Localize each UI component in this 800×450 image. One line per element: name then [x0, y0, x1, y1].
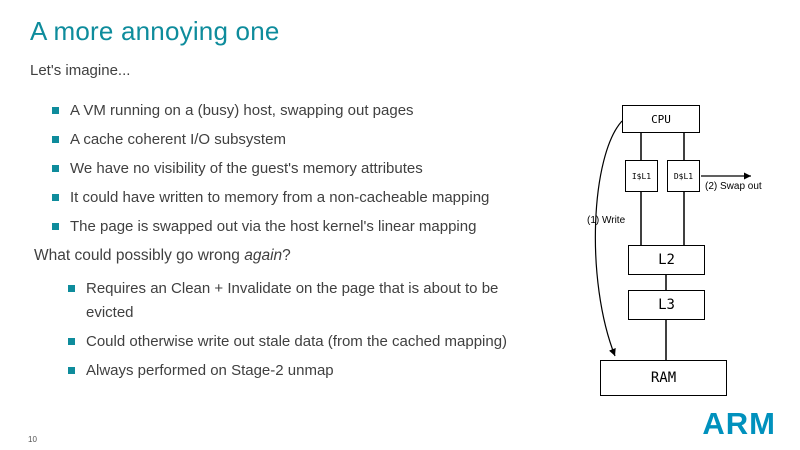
bullet-item: We have no visibility of the guest's mem…: [52, 160, 582, 178]
slide-title: A more annoying one: [30, 16, 280, 46]
main-bullet-list: A VM running on a (busy) host, swapping …: [52, 102, 582, 247]
sub-bullet-item: Requires an Clean + Invalidate on the pa…: [68, 277, 538, 325]
swap-out-label: (2) Swap out: [705, 181, 762, 192]
question-text: What could possibly go wrong again?: [34, 247, 291, 265]
question-prefix: What could possibly go wrong: [34, 247, 245, 264]
arm-logo: ARM: [702, 406, 776, 441]
bullet-item: A cache coherent I/O subsystem: [52, 131, 582, 149]
question-italic: again: [244, 247, 283, 264]
question-suffix: ?: [282, 247, 291, 264]
sub-bullet-item: Could otherwise write out stale data (fr…: [68, 330, 538, 354]
l3-box: L3: [628, 290, 705, 320]
dcache-l1-box: D$L1: [667, 160, 700, 192]
bullet-item: A VM running on a (busy) host, swapping …: [52, 102, 582, 120]
write-label: (1) Write: [587, 215, 626, 226]
ram-box: RAM: [600, 360, 727, 396]
intro-text: Let's imagine...: [30, 62, 131, 79]
sub-bullet-text: Could otherwise write out stale data (fr…: [86, 333, 508, 350]
cache-diagram: CPU I$L1 D$L1 L2 L3 RAM (1) Write (2) Sw…: [585, 95, 800, 415]
icache-l1-box: I$L1: [625, 160, 658, 192]
bullet-square-icon: [68, 338, 75, 345]
bullet-text: The page is swapped out via the host ker…: [70, 218, 477, 235]
bullet-square-icon: [52, 194, 59, 201]
sub-bullet-text: Always performed on Stage-2 unmap: [86, 362, 334, 379]
bullet-square-icon: [52, 136, 59, 143]
bullet-item: The page is swapped out via the host ker…: [52, 218, 582, 236]
bullet-square-icon: [68, 285, 75, 292]
l2-box: L2: [628, 245, 705, 275]
bullet-text: It could have written to memory from a n…: [70, 189, 490, 206]
page-number: 10: [28, 435, 37, 444]
bullet-square-icon: [52, 107, 59, 114]
bullet-text: We have no visibility of the guest's mem…: [70, 160, 423, 177]
bullet-square-icon: [68, 367, 75, 374]
bullet-text: A VM running on a (busy) host, swapping …: [70, 102, 414, 119]
sub-bullet-list: Requires an Clean + Invalidate on the pa…: [68, 277, 538, 388]
bullet-text: A cache coherent I/O subsystem: [70, 131, 286, 148]
bullet-item: It could have written to memory from a n…: [52, 189, 582, 207]
sub-bullet-text: Requires an Clean + Invalidate on the pa…: [86, 280, 499, 321]
sub-bullet-item: Always performed on Stage-2 unmap: [68, 359, 538, 383]
write-arrow: [594, 120, 623, 357]
bullet-square-icon: [52, 165, 59, 172]
bullet-square-icon: [52, 223, 59, 230]
cpu-box: CPU: [622, 105, 700, 133]
